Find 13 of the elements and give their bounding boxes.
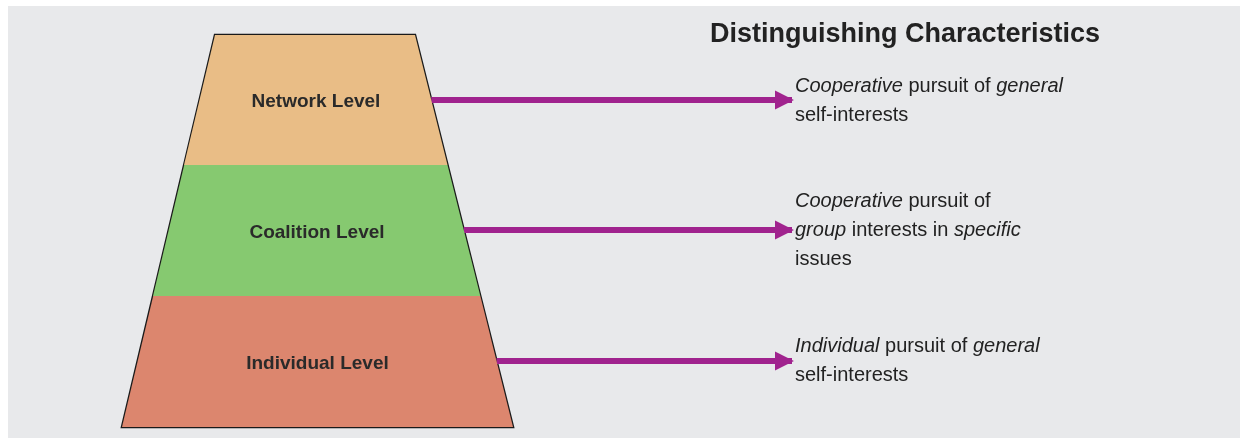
pyramid-level [153,165,481,296]
pyramid-level [122,296,513,427]
arrow [431,90,794,110]
characteristic-text: Cooperative pursuit of general self-interests [795,71,1075,129]
level-label: Coalition Level [248,219,386,243]
characteristic-text: Individual pursuit of general self-interests [795,331,1075,389]
arrow [496,351,794,371]
heading: Distinguishing Characteristics [710,18,1101,49]
pyramid-level [184,35,448,165]
arrow [463,220,794,240]
level-label: Network Level [250,88,382,113]
characteristic-text: Cooperative pursuit of group interests in specific issues [795,186,1025,273]
level-label: Individual Level [245,350,390,374]
